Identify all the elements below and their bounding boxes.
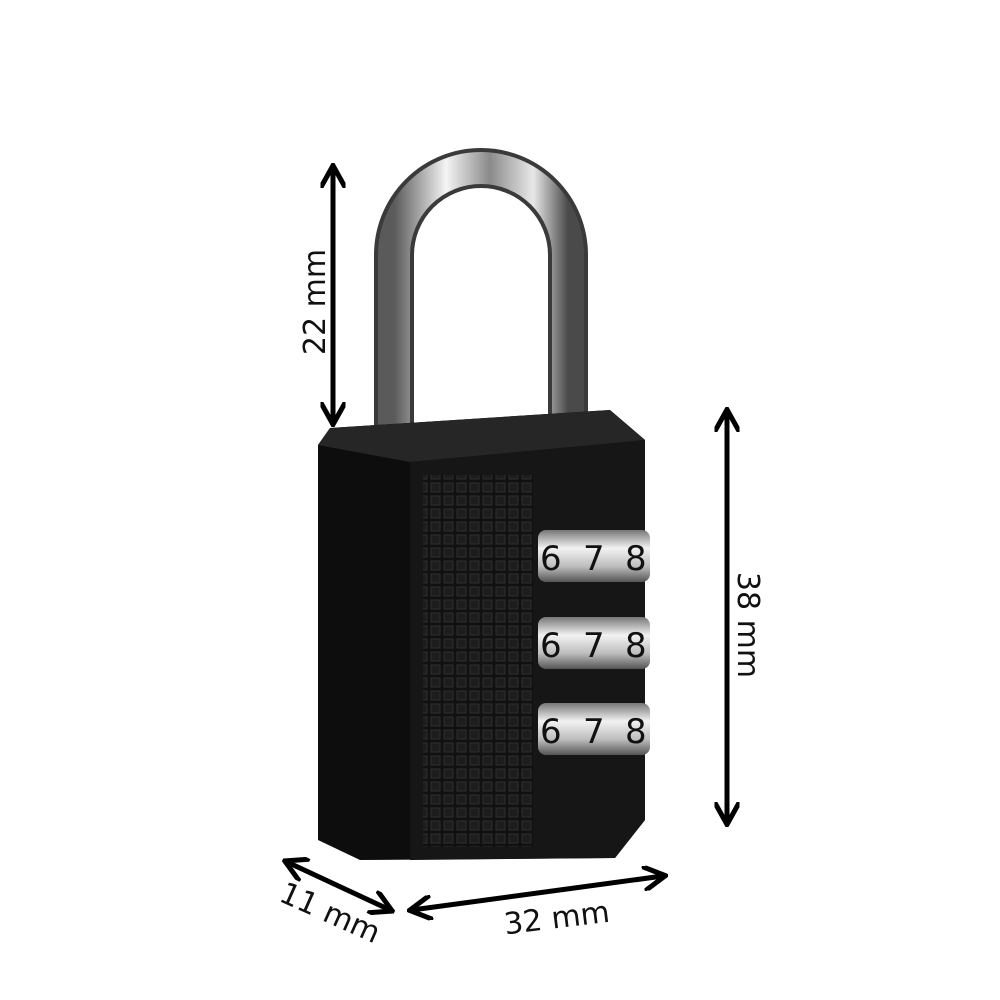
dimension-arrows [287,168,727,910]
dial-digit: 6 [540,712,562,752]
dial-digit: 6 [540,539,562,579]
dial-digit: 8 [625,626,647,666]
dial-digit: 7 [583,539,605,579]
grip-texture [423,475,533,847]
dial-digit: 8 [625,712,647,752]
depth-arrow [287,862,390,910]
body-height-label: 38 mm [730,572,765,678]
depth-label: 11 mm [274,876,385,951]
dial-digit: 7 [583,712,605,752]
dial-3[interactable]: 6 7 8 [538,703,650,755]
dial-1[interactable]: 6 7 8 [538,530,650,582]
dial-2[interactable]: 6 7 8 [538,617,650,669]
width-label: 32 mm [502,895,612,943]
dial-digit: 7 [583,626,605,666]
dial-digit: 8 [625,539,647,579]
width-arrow [412,876,663,910]
shackle [374,148,588,425]
dial-digit: 6 [540,626,562,666]
combination-dials: 6 7 8 6 7 8 6 7 8 [538,530,650,755]
shackle-height-label: 22 mm [298,249,333,355]
